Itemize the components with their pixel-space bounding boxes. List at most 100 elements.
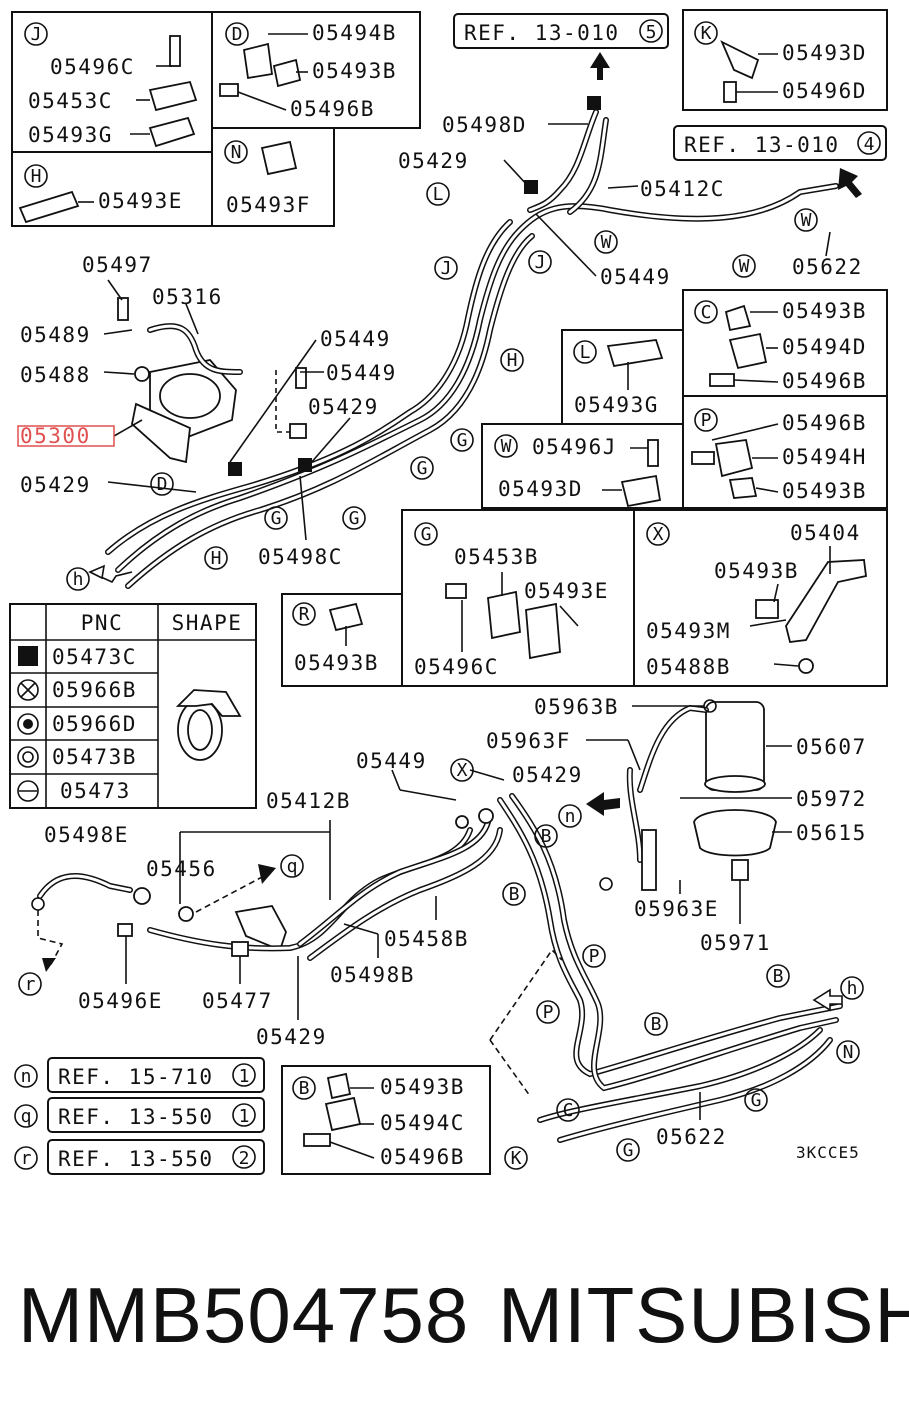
ref-list: n REF. 15-710 1 q REF. 13-550 1 r REF. 1… — [14, 1057, 265, 1175]
svg-text:J: J — [535, 252, 546, 273]
svg-text:h: h — [847, 978, 858, 999]
part-label: 05493B — [294, 651, 379, 675]
bracket-icon — [728, 332, 768, 370]
ref-letter: n — [21, 1066, 32, 1087]
ref-number: 1 — [239, 1066, 250, 1087]
bolt-icon — [219, 83, 239, 97]
part-label: 05498B — [330, 963, 415, 987]
bracket-icon — [487, 590, 521, 640]
callout-box-l: L 05493G — [561, 329, 684, 425]
clip-icon — [148, 80, 198, 112]
callout-letter: H — [31, 166, 42, 187]
part-number: MMB504758 — [18, 1271, 470, 1359]
callout-box-d: D 05494B 05493B 05496B — [211, 11, 421, 129]
part-label: 05488 — [20, 363, 91, 387]
ref-right: REF. 13-010 4 — [673, 125, 887, 198]
part-label: 05429 — [256, 1025, 327, 1049]
hose-clamp-shape-icon — [175, 689, 242, 761]
part-label: 05493B — [312, 59, 397, 83]
part-label: 05496C — [414, 655, 499, 679]
bolt-icon — [723, 81, 737, 103]
bolt-icon — [731, 859, 749, 881]
part-label: 05496B — [290, 97, 375, 121]
svg-text:W: W — [801, 210, 812, 231]
canister-assembly — [103, 279, 351, 541]
bolt-icon — [647, 439, 659, 467]
callout-box-c: C 05493B 05494D 05496B — [682, 289, 888, 397]
part-label: 05456 — [146, 857, 217, 881]
svg-text:N: N — [843, 1042, 854, 1063]
pnc-table: PNC SHAPE 05473C 05966B 05966D 05473B 05… — [9, 603, 257, 809]
callout-letter: K — [701, 23, 712, 44]
clip-icon — [328, 602, 364, 632]
ref-number: 5 — [646, 22, 657, 43]
callout-box-j: J 05496C 05453C 05493G — [11, 11, 213, 153]
arrow-icon — [838, 168, 862, 198]
callout-box-x: X 05404 05493B 05493M 05488B — [633, 509, 888, 687]
ref-label: REF. 15-710 — [58, 1065, 214, 1089]
part-label: 05494C — [380, 1111, 465, 1135]
part-label: 05489 — [20, 323, 91, 347]
part-label: 05404 — [790, 521, 861, 545]
svg-text:W: W — [739, 256, 750, 277]
callout-letter: R — [299, 604, 310, 625]
part-label: 05493D — [498, 477, 583, 501]
bolt-icon — [691, 451, 715, 465]
callout-letter: C — [701, 302, 712, 323]
part-label: 05493D — [782, 41, 867, 65]
part-label: 05449 — [356, 749, 427, 773]
part-label: 05496B — [782, 369, 867, 393]
svg-text:D: D — [157, 474, 168, 495]
svg-text:H: H — [211, 548, 222, 569]
callout-letter: X — [653, 524, 664, 545]
part-label: 05963F — [486, 729, 571, 753]
part-label: 05493F — [226, 193, 311, 217]
part-label: 05429 — [308, 395, 379, 419]
ref-number: 4 — [864, 134, 875, 155]
part-label: 05449 — [320, 327, 391, 351]
bolt-icon — [117, 923, 133, 937]
part-label: 05498E — [44, 823, 129, 847]
bolt-icon — [117, 297, 129, 321]
callout-letter: L — [580, 342, 591, 363]
parts-diagram: J 05496C 05453C 05493G D 05494B 05493B 0… — [9, 9, 888, 1175]
arrow-left-icon — [88, 564, 106, 580]
part-label: 05493E — [98, 189, 183, 213]
part-label: 05615 — [796, 821, 867, 845]
callout-letter: W — [501, 436, 512, 457]
circle-x-icon — [599, 877, 613, 891]
svg-text:G: G — [271, 508, 282, 529]
part-label: 05622 — [792, 255, 863, 279]
upper-pipes: h — [66, 96, 839, 591]
clip-icon — [260, 140, 298, 176]
ref-label: REF. 13-550 — [58, 1147, 214, 1171]
part-label: 05493M — [646, 619, 731, 643]
svg-text:B: B — [651, 1014, 662, 1035]
bolt-icon — [709, 373, 735, 387]
clip-icon — [326, 1072, 352, 1100]
table-cell: 05966B — [52, 678, 137, 702]
part-label: 05412B — [266, 789, 351, 813]
part-label: 05498D — [442, 113, 527, 137]
part-label: 05493B — [380, 1075, 465, 1099]
highlighted-part-label: 05300 — [20, 424, 91, 448]
footer: MMB504758 MITSUBISHI — [0, 1270, 909, 1380]
part-label: 05496B — [782, 411, 867, 435]
callout-letter: J — [31, 24, 42, 45]
filled-square-icon — [18, 646, 38, 666]
part-label: 05493B — [782, 299, 867, 323]
ref-top: REF. 13-010 5 — [453, 13, 669, 80]
clip-icon — [148, 116, 196, 148]
lower-assembly: X B n B P P C K G G B B h N q r — [18, 699, 864, 1170]
table-header: PNC — [81, 611, 123, 635]
part-label: 05429 — [398, 149, 469, 173]
table-header: SHAPE — [172, 611, 243, 635]
svg-text:K: K — [511, 1148, 522, 1169]
clip-icon — [18, 190, 80, 224]
part-label: 05488B — [646, 655, 731, 679]
svg-text:h: h — [73, 569, 84, 590]
clip-icon — [720, 40, 760, 80]
callout-letter: B — [299, 1078, 310, 1099]
svg-text:n: n — [565, 806, 576, 827]
part-label: 05429 — [20, 473, 91, 497]
